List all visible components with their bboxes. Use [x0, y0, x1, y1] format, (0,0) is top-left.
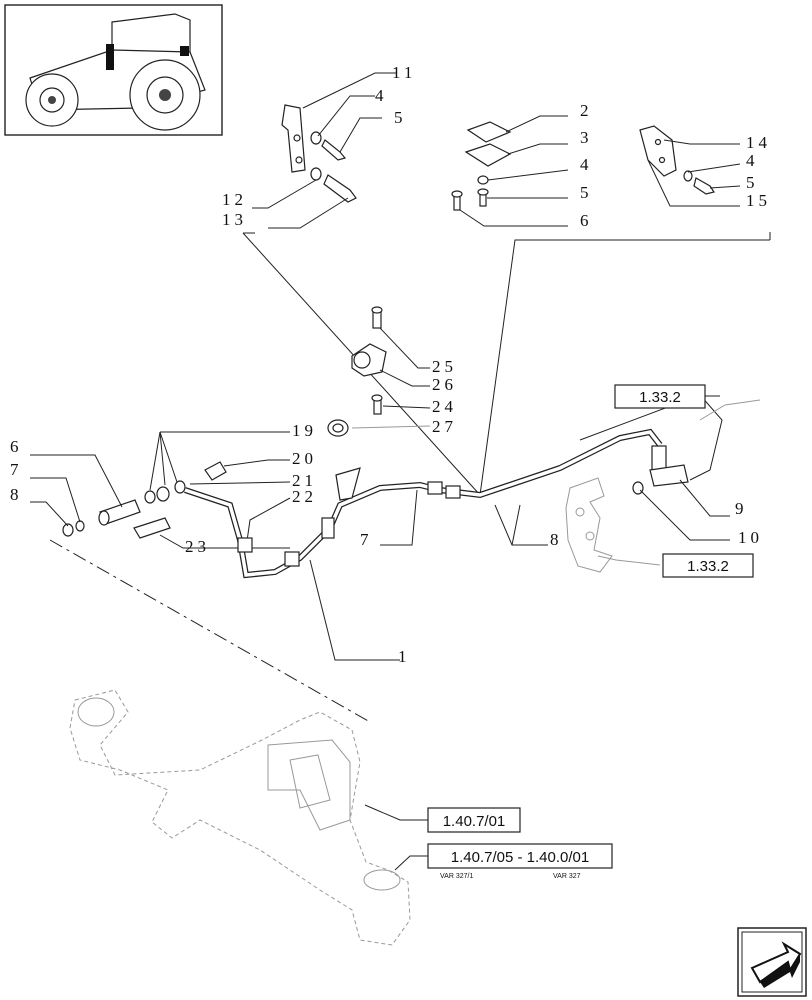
bracket-group-right — [639, 125, 741, 207]
leader-8b — [494, 504, 548, 546]
callout-12: 12 — [222, 190, 247, 209]
tractor-thumbnail-icon — [4, 4, 223, 136]
group-leader-right — [479, 239, 770, 496]
var-label-1: VAR 327/1 — [440, 873, 473, 880]
ref-label-2: 1.33.2 — [687, 558, 729, 575]
callout-5b: 5 — [580, 183, 593, 202]
leader-9 — [679, 479, 730, 517]
callout-8b: 8 — [550, 530, 563, 549]
clip-group-center — [327, 306, 431, 437]
var-label-2: VAR 327 — [553, 873, 581, 880]
ref-box-1[interactable]: 1.33.2 — [614, 384, 706, 409]
leader-1 — [309, 559, 400, 661]
callout-27: 27 — [432, 417, 457, 436]
ref-box-3[interactable]: 1.40.7/01 — [427, 807, 521, 833]
callout-13: 13 — [222, 210, 247, 229]
ref-box-4[interactable]: 1.40.7/05 - 1.40.0/01 — [427, 843, 613, 869]
fitting-group-far-left — [30, 454, 141, 537]
callout-2: 2 — [580, 101, 593, 120]
front-axle — [69, 689, 411, 946]
leader-10 — [639, 489, 730, 541]
ref-label-1: 1.33.2 — [639, 389, 681, 406]
callout-10: 10 — [738, 528, 763, 547]
callout-6b: 6 — [10, 437, 23, 456]
callout-6a: 6 — [580, 211, 593, 230]
callout-5a: 5 — [394, 108, 407, 127]
clamp-group-middle — [451, 115, 569, 227]
callout-14: 14 — [746, 133, 771, 152]
callout-4b: 4 — [580, 155, 593, 174]
callout-15: 15 — [746, 191, 771, 210]
next-page-arrow-icon[interactable] — [737, 927, 807, 997]
callout-21: 21 — [292, 471, 317, 490]
ref-box-2[interactable]: 1.33.2 — [662, 553, 754, 578]
callout-7b: 7 — [360, 530, 373, 549]
callout-4a: 4 — [375, 86, 388, 105]
callout-19: 19 — [292, 421, 317, 440]
callout-20: 20 — [292, 449, 317, 468]
callout-26: 26 — [432, 375, 457, 394]
ref-label-4: 1.40.7/05 - 1.40.0/01 — [451, 849, 589, 866]
callout-5c: 5 — [746, 173, 759, 192]
brake-pipe — [184, 394, 761, 579]
callout-4c: 4 — [746, 151, 759, 170]
callout-9: 9 — [735, 499, 748, 518]
axle-centerline — [49, 539, 371, 723]
callout-11: 11 — [392, 63, 416, 82]
callout-3: 3 — [580, 128, 593, 147]
callout-24: 24 — [432, 397, 457, 416]
callout-7a: 7 — [10, 460, 23, 479]
callout-8a: 8 — [10, 485, 23, 504]
leader-7b — [380, 489, 418, 546]
fitting-group-left — [133, 431, 291, 549]
callout-25: 25 — [432, 357, 457, 376]
ref-label-3: 1.40.7/01 — [443, 813, 506, 830]
leader-ref-3 — [364, 804, 428, 821]
callout-22: 22 — [292, 487, 317, 506]
callout-23: 23 — [185, 537, 210, 556]
bracket-group-left — [252, 72, 396, 229]
brake-valve — [565, 477, 661, 573]
leader-ref-4 — [394, 855, 428, 871]
callout-1: 1 — [398, 647, 411, 666]
